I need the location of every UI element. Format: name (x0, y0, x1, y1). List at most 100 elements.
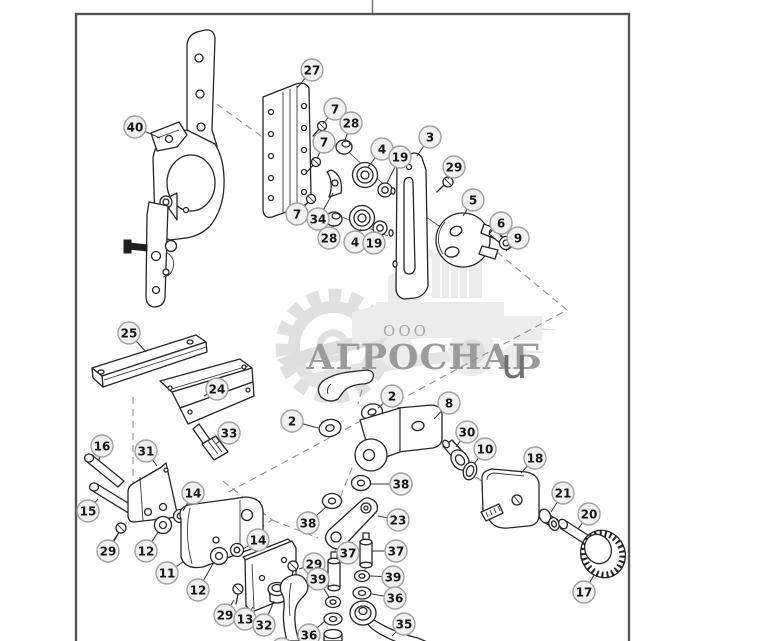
svg-text:12: 12 (138, 545, 155, 559)
left-lever-handle (279, 574, 309, 641)
svg-text:36: 36 (301, 629, 318, 641)
part-8-drawbar (354, 404, 443, 472)
part-19-rings (372, 182, 393, 236)
part-4-bearings (348, 161, 379, 232)
callout-13: 13 (233, 606, 257, 631)
svg-text:13: 13 (237, 613, 254, 627)
part-40-latch-bracket (123, 29, 225, 308)
assembly-bottom-left (83, 453, 264, 569)
part-33-thumb-screw (192, 423, 229, 461)
assembly-right (480, 468, 627, 579)
svg-text:37: 37 (388, 545, 405, 559)
callout-34: 34 (306, 192, 334, 231)
svg-text:7: 7 (320, 136, 328, 150)
svg-text:7: 7 (331, 103, 339, 117)
svg-text:33: 33 (221, 427, 238, 441)
svg-text:19: 19 (392, 151, 409, 165)
stray-letter-u: u (501, 339, 528, 388)
callout-21: 21 (550, 481, 575, 513)
callout-17: 17 (572, 574, 596, 604)
callout-29: 29 (442, 155, 466, 180)
svg-text:12: 12 (190, 584, 207, 598)
part-23-arm (324, 497, 379, 550)
callout-11: 11 (155, 561, 184, 585)
svg-text:40: 40 (127, 121, 144, 135)
callout-7: 7 (285, 202, 309, 226)
svg-text:11: 11 (159, 567, 176, 581)
callout-29: 29 (213, 599, 237, 627)
callout-16: 16 (90, 434, 114, 461)
svg-text:24: 24 (209, 383, 226, 397)
callout-37: 37 (372, 539, 408, 563)
callout-36: 36 (297, 620, 326, 641)
svg-text:25: 25 (121, 327, 138, 341)
svg-text:31: 31 (138, 445, 155, 459)
part-21-bushing (538, 508, 560, 531)
svg-text:28: 28 (321, 232, 338, 246)
svg-text:3: 3 (426, 131, 434, 145)
part-30-bolt (441, 439, 470, 471)
callout-5: 5 (461, 188, 485, 217)
part-25-bar (91, 334, 208, 388)
svg-text:29: 29 (100, 545, 117, 559)
svg-text:21: 21 (555, 487, 572, 501)
svg-text:20: 20 (581, 508, 598, 522)
svg-text:39: 39 (385, 571, 402, 585)
diagram-frame (74, 12, 631, 641)
callout-4: 4 (367, 137, 394, 168)
harvester-wheel-hub (459, 339, 485, 365)
part-3-strap (388, 152, 429, 300)
callout-29: 29 (96, 535, 120, 563)
callout-20: 20 (577, 502, 601, 530)
svg-text:2: 2 (388, 390, 396, 404)
svg-text:18: 18 (527, 452, 544, 466)
callout-33: 33 (215, 421, 241, 445)
svg-text:29: 29 (217, 609, 234, 623)
part-28-bushings (325, 139, 353, 227)
callout-39: 39 (369, 565, 405, 589)
callout-24: 24 (203, 377, 229, 401)
part-12-washer-left (153, 515, 173, 535)
svg-text:15: 15 (80, 505, 97, 519)
svg-text:28: 28 (343, 117, 360, 131)
svg-text:30: 30 (459, 426, 476, 440)
callout-8: 8 (433, 391, 461, 420)
callout-23: 23 (377, 508, 410, 532)
svg-text:7: 7 (293, 208, 301, 222)
svg-text:32: 32 (256, 619, 273, 633)
svg-text:37: 37 (340, 547, 357, 561)
callout-2: 2 (377, 384, 404, 409)
callout-3: 3 (416, 125, 442, 157)
callout-27: 27 (296, 58, 324, 89)
callout-19: 19 (386, 145, 412, 184)
svg-text:35: 35 (396, 618, 413, 632)
svg-text:2: 2 (288, 415, 296, 429)
callout-15: 15 (76, 498, 100, 523)
callout-19: 19 (362, 231, 386, 255)
callout-30: 30 (455, 420, 479, 448)
callout-9: 9 (505, 226, 530, 252)
svg-text:23: 23 (390, 514, 407, 528)
callout-36: 36 (371, 586, 407, 610)
part-38-washers (321, 474, 372, 510)
svg-text:5: 5 (469, 194, 477, 208)
callout-7: 7 (312, 130, 336, 160)
callout-28: 28 (317, 224, 341, 250)
svg-text:10: 10 (477, 443, 494, 457)
part-12-washer-right (209, 546, 229, 566)
svg-text:4: 4 (351, 236, 359, 250)
svg-text:27: 27 (304, 64, 321, 78)
assembly-top-middle (262, 82, 514, 300)
part-29-screw-left (113, 522, 127, 541)
callout-28: 28 (339, 111, 363, 141)
callout-32: 32 (252, 600, 276, 637)
svg-text:38: 38 (300, 517, 317, 531)
callout-39: 39 (306, 567, 330, 598)
part-39-36-washers-left (323, 595, 343, 641)
part-16-pin (83, 453, 125, 488)
svg-text:19: 19 (366, 237, 383, 251)
callout-12: 12 (134, 531, 159, 563)
part-17-knob (579, 529, 627, 579)
